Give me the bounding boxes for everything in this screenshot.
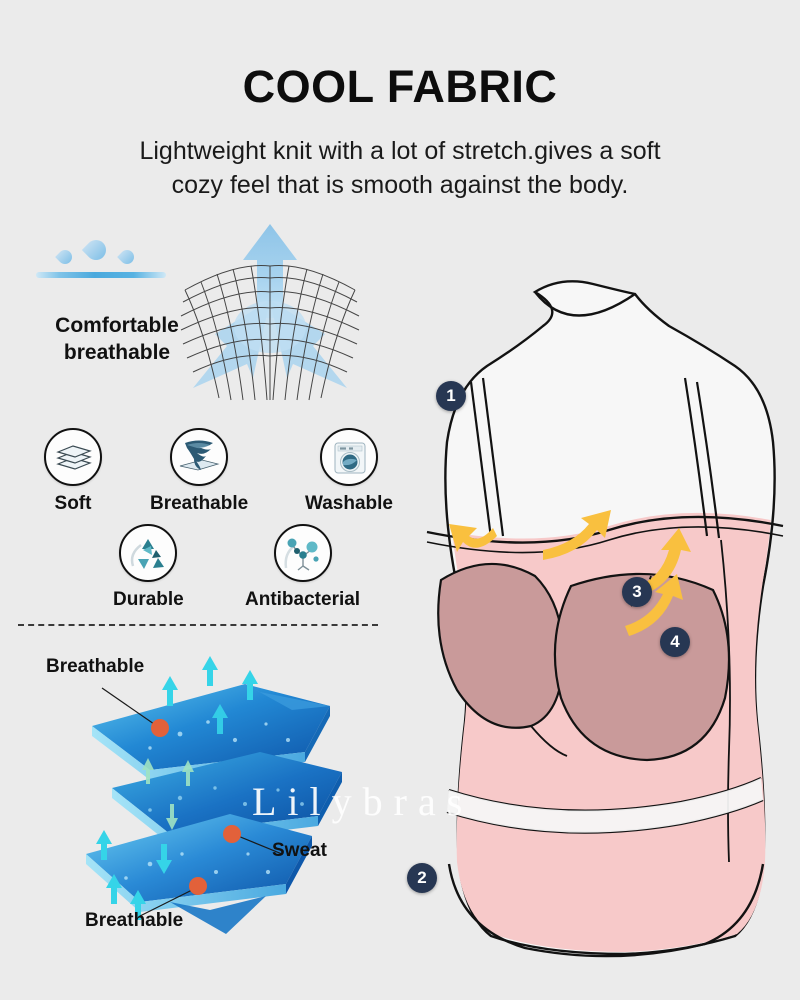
airflow-arrows-mid <box>142 758 194 830</box>
page-subtitle: Lightweight knit with a lot of stretch.g… <box>50 135 750 203</box>
airflow-arrows <box>162 656 258 734</box>
underband <box>446 777 764 834</box>
callout-dot-breathable-top <box>151 719 169 737</box>
fabric-bar <box>36 272 166 278</box>
bra-cups <box>437 562 731 762</box>
feature-label: Antibacterial <box>245 589 361 610</box>
page-title: COOL FABRIC <box>242 61 558 112</box>
layer-callout-breathable-bottom: Breathable <box>85 910 184 931</box>
garment-illustration <box>385 250 800 970</box>
folded-cloth-icon <box>44 428 102 486</box>
feature-label: Durable <box>113 589 184 610</box>
feature-durable[interactable]: Durable <box>113 524 184 611</box>
comfortable-breathable-label: Comfortable breathable <box>22 312 212 367</box>
callout-dot-breathable-bottom <box>189 877 207 895</box>
subtitle-line-1: Lightweight knit with a lot of stretch.g… <box>139 137 661 165</box>
feature-antibacterial[interactable]: Antibacterial <box>245 524 360 611</box>
water-drop-icon <box>81 235 111 265</box>
airflow-arrows-bottom <box>96 830 172 920</box>
comfort-label-line-1: Comfortable <box>55 314 179 337</box>
shoulder-straps <box>469 377 721 539</box>
feature-breathable[interactable]: Breathable <box>150 428 248 515</box>
washing-machine-icon <box>320 428 378 486</box>
feature-washable[interactable]: Washable <box>305 428 393 515</box>
layer-callout-sweat: Sweat <box>272 840 327 861</box>
section-divider <box>18 624 378 626</box>
water-drop-icon <box>55 247 75 267</box>
molecule-bacteria-icon <box>273 524 332 582</box>
moisture-droplets-graphic <box>36 235 166 282</box>
comfort-label-line-2: breathable <box>63 341 171 365</box>
feature-label: Breathable <box>150 493 249 514</box>
callout-markers <box>101 687 283 917</box>
subtitle-line-2: cozy feel that is smooth against the bod… <box>171 170 629 199</box>
fabric-layer-bottom <box>86 814 312 934</box>
badge-1[interactable]: 1 <box>436 381 466 411</box>
fabric-layers-diagram: Breathable Sweat Breathable <box>30 648 390 948</box>
recycle-icon <box>119 524 178 582</box>
tornado-wind-icon <box>170 428 229 486</box>
feature-soft[interactable]: Soft <box>44 428 102 515</box>
callout-dot-sweat <box>223 825 241 843</box>
water-drop-icon <box>117 247 137 267</box>
feature-label: Washable <box>305 493 393 514</box>
badge-3[interactable]: 3 <box>622 577 652 607</box>
badge-4[interactable]: 4 <box>660 627 690 657</box>
feature-label: Soft <box>54 493 92 514</box>
layer-callout-breathable-top: Breathable <box>46 656 145 677</box>
breathable-mesh-graphic <box>175 222 365 402</box>
badge-2[interactable]: 2 <box>407 863 437 893</box>
